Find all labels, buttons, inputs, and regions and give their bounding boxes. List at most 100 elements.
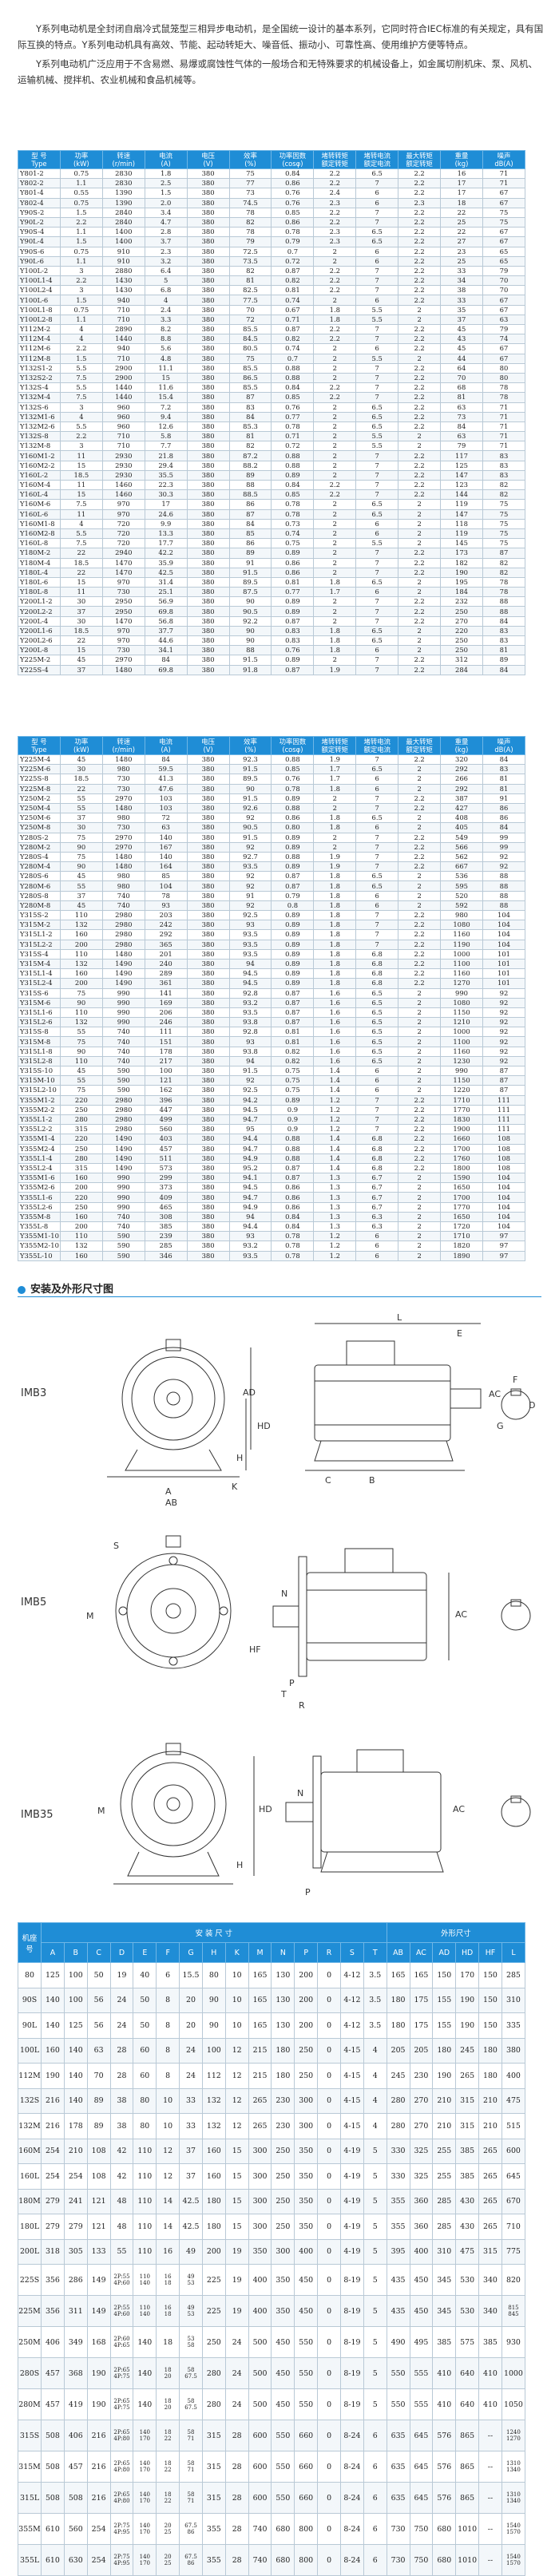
dim-value-cell: 180 <box>478 2063 502 2089</box>
value-cell: 93 <box>144 900 188 912</box>
value-cell: 1210 <box>440 1017 483 1028</box>
value-cell: 1190 <box>440 939 483 950</box>
dim-value-cell: 200 <box>294 2012 319 2039</box>
dim-value-cell: 550 <box>294 2357 319 2389</box>
value-cell: 285 <box>144 1241 188 1252</box>
dim-value-cell: 1540 1570 <box>501 2544 526 2576</box>
value-cell: 84 <box>144 754 188 766</box>
dim-value-cell: 225 <box>201 2264 226 2296</box>
value-cell: 6.5 <box>355 421 399 433</box>
value-cell: 75 <box>482 528 526 540</box>
value-cell: 1.1 <box>59 255 103 267</box>
value-cell: 7 <box>355 382 399 394</box>
value-cell: 380 <box>186 460 230 471</box>
value-cell: 2.2 <box>398 909 442 921</box>
value-cell: 2 <box>398 441 442 452</box>
dim-value-cell: 4-19 <box>339 2188 364 2214</box>
dim-value-cell: 6 <box>363 2482 387 2514</box>
value-cell: 380 <box>186 861 230 873</box>
model-cell: Y315M-4 <box>18 958 61 970</box>
value-cell: 232 <box>440 596 483 607</box>
value-cell: 2 <box>398 1250 442 1261</box>
value-cell: 84 <box>228 518 272 529</box>
dim-value-cell: 24 <box>224 2326 249 2358</box>
value-cell: 2.2 <box>398 793 442 804</box>
section-divider <box>18 1296 541 1297</box>
dim-value-cell: 140 <box>41 1987 65 2013</box>
dim-value-cell: 0 <box>317 2238 341 2265</box>
dim-value-cell: 400 <box>248 2295 272 2327</box>
value-cell: 79 <box>482 323 526 335</box>
value-cell: 2.4 <box>144 304 188 315</box>
value-cell: 990 <box>440 987 483 999</box>
dim-value-cell: 330 <box>386 2163 410 2190</box>
dim-value-cell: 0 <box>317 1962 341 1988</box>
value-cell: 990 <box>101 997 145 1008</box>
dim-value-cell: 28 <box>224 2451 249 2483</box>
value-cell: 67 <box>482 236 526 247</box>
value-cell: 75 <box>59 851 103 863</box>
value-cell: 720 <box>101 538 145 549</box>
dim-value-cell: 8 <box>156 2063 180 2089</box>
model-cell: Y112M-2 <box>18 323 61 335</box>
value-cell: 2940 <box>101 548 145 559</box>
model-cell: Y90S-4 <box>18 227 61 238</box>
value-cell: 6.5 <box>355 1007 399 1019</box>
dim-value-cell: 265 <box>455 2063 480 2089</box>
value-cell: 81 <box>482 774 526 785</box>
dim-value-cell: 38 <box>109 2087 134 2114</box>
value-cell: 2 <box>313 450 357 461</box>
dim-value-cell: 250 <box>271 2214 295 2240</box>
dim-value-cell: 33 <box>179 2087 203 2114</box>
value-cell: 92.8 <box>228 987 272 999</box>
dim-value-cell: 10 <box>224 1987 249 2013</box>
dim-value-cell: 250 <box>271 2138 295 2164</box>
value-cell: 88 <box>482 871 526 882</box>
value-cell: 69.8 <box>144 606 188 617</box>
spec-col-header: 最大转矩 额定转矩 <box>398 150 442 169</box>
value-cell: 2 <box>313 441 357 452</box>
value-cell: 90 <box>228 783 272 794</box>
dim-label-hd: HD <box>259 1804 272 1814</box>
value-cell: 9.9 <box>144 518 188 529</box>
value-cell: 91.8 <box>228 664 272 675</box>
dim-value-cell: 457 <box>41 2357 65 2389</box>
dim-value-cell: 255 <box>432 2163 457 2190</box>
value-cell: 499 <box>144 1114 188 1126</box>
value-cell: 30 <box>59 615 103 627</box>
value-cell: 18 <box>440 197 483 208</box>
dim-value-cell: 265 <box>478 2188 502 2214</box>
dim-value-cell: 865 <box>455 2451 480 2483</box>
value-cell: 2 <box>398 1085 442 1096</box>
value-cell: 380 <box>186 929 230 940</box>
dim-group-header-row: 机座号 安 装 尺 寸 外形尺寸 <box>18 1922 526 1963</box>
model-cell: Y200L2-2 <box>18 606 61 617</box>
value-cell: 2.2 <box>398 411 442 422</box>
dim-value-cell: 28 <box>224 2544 249 2576</box>
dim-value-cell: 24 <box>224 2388 249 2420</box>
value-cell: 6.3 <box>355 1211 399 1223</box>
value-cell: 1.8 <box>313 900 357 912</box>
dim-label-p: P <box>305 1887 311 1897</box>
model-cell: Y315L1-8 <box>18 1046 61 1057</box>
value-cell: 55 <box>59 1027 103 1038</box>
dim-value-cell: 530 <box>455 2264 480 2296</box>
value-cell: 92 <box>228 841 272 853</box>
value-cell: 2 <box>398 576 442 588</box>
value-cell: 511 <box>144 1153 188 1164</box>
dim-value-cell: 230 <box>271 2113 295 2139</box>
value-cell: 2.2 <box>398 207 442 218</box>
value-cell: 83 <box>228 402 272 413</box>
value-cell: 910 <box>101 255 145 267</box>
dim-label-f: F <box>513 1375 517 1385</box>
dim-value-cell: 100 <box>63 1962 88 1988</box>
dim-value-cell: 42.5 <box>179 2188 203 2214</box>
dim-value-cell: 15.5 <box>179 1962 203 1988</box>
value-cell: 2 <box>398 304 442 315</box>
value-cell: 2 <box>398 774 442 785</box>
